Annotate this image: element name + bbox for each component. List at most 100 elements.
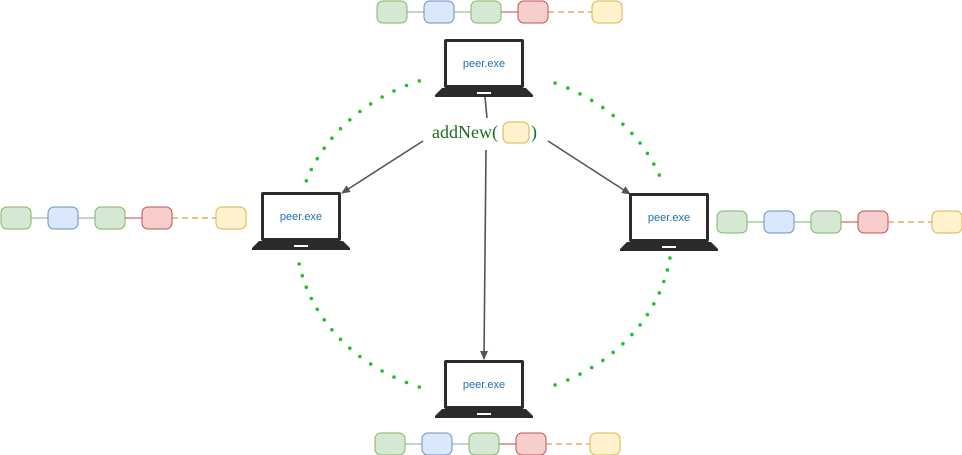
ring-dot	[611, 113, 615, 118]
ring-dot	[330, 136, 334, 140]
ring-dot	[322, 318, 327, 322]
pending-block	[215, 206, 247, 230]
peer-laptop-top: peer.exe	[435, 39, 533, 97]
ring-dot	[645, 312, 650, 317]
blockchain-left	[0, 206, 247, 230]
ring-dot	[566, 378, 570, 382]
peer-label: peer.exe	[463, 58, 505, 70]
chain-block	[515, 432, 547, 455]
top-peer-connector	[484, 96, 488, 119]
ring-dot	[304, 179, 309, 183]
ring-dot	[621, 342, 625, 346]
ring-dot	[309, 296, 314, 301]
blockchain-right	[716, 210, 962, 234]
chain-block	[470, 0, 502, 24]
peer-label: peer.exe	[648, 212, 690, 224]
ring-dot	[630, 131, 634, 136]
call-arg-block	[502, 121, 530, 144]
ring-dot	[665, 268, 670, 272]
ring-dot	[638, 141, 642, 145]
ring-dot	[553, 81, 557, 85]
ring-dot	[638, 323, 642, 327]
ring-dot	[358, 109, 362, 114]
ring-dot	[338, 337, 343, 342]
ring-dot	[589, 365, 594, 370]
laptop-screen	[264, 195, 338, 238]
pending-block	[589, 432, 621, 455]
ring-dot	[380, 95, 384, 99]
ring-dot	[392, 375, 396, 379]
ring-dot	[662, 279, 666, 284]
ring-dot	[348, 118, 352, 122]
chain-block	[716, 210, 748, 234]
ring-dot	[652, 302, 656, 306]
pending-block	[931, 210, 962, 234]
chain-block	[468, 432, 500, 455]
peer-laptop-right: peer.exe	[620, 193, 718, 251]
chain-block	[94, 206, 126, 230]
call-name: addNew(	[432, 122, 498, 143]
call-close: )	[531, 122, 537, 143]
ring-dot	[338, 126, 343, 131]
ring-dot	[330, 328, 334, 332]
ring-dot	[368, 102, 373, 106]
ring-dot	[404, 83, 409, 88]
ring-dot	[417, 79, 422, 83]
ring-dot	[578, 372, 582, 376]
peer-laptop-bottom: peer.exe	[435, 360, 533, 418]
ring-dot	[657, 291, 662, 295]
ring-dot	[601, 358, 605, 363]
chain-block	[763, 210, 795, 234]
ring-dot	[553, 383, 557, 387]
ring-dot	[322, 146, 327, 150]
ring-dot	[392, 89, 396, 93]
chain-block	[141, 206, 173, 230]
ring-dot	[657, 173, 662, 177]
chain-block	[0, 206, 32, 230]
ring-dot	[368, 362, 373, 366]
chain-block	[810, 210, 842, 234]
ring-dot	[621, 122, 625, 126]
blockchain-bottom	[374, 432, 621, 455]
chain-block	[423, 0, 455, 24]
laptop-screen	[447, 363, 521, 406]
laptop-screen	[447, 42, 521, 85]
chain-block	[421, 432, 453, 455]
chain-block	[374, 432, 406, 455]
arrow-to-bottom-peer	[480, 149, 489, 360]
ring-dot	[630, 332, 634, 337]
ring-dot	[578, 92, 582, 96]
ring-dot	[309, 167, 314, 172]
chain-block	[376, 0, 408, 24]
ring-dot	[611, 350, 615, 355]
chain-block	[517, 0, 549, 24]
laptop-trackpad	[477, 92, 491, 94]
arrow-to-right-peer	[547, 140, 631, 195]
peer-ring	[297, 79, 672, 389]
laptop-trackpad	[477, 413, 491, 415]
ring-dot	[304, 285, 309, 290]
peer-label: peer.exe	[280, 211, 322, 223]
chain-block	[857, 210, 889, 234]
ring-dot	[297, 262, 302, 266]
laptop-screen	[632, 196, 706, 239]
arrow-to-left-peer	[341, 140, 424, 194]
peer-laptop-left: peer.exe	[252, 192, 350, 250]
pending-block	[591, 0, 623, 24]
ring-dot	[348, 346, 352, 351]
blockchain-top	[376, 0, 623, 24]
ring-dot	[315, 156, 320, 161]
ring-dot	[380, 369, 384, 373]
laptop-trackpad	[294, 245, 308, 247]
ring-dot	[404, 380, 409, 385]
ring-dot	[315, 307, 320, 312]
add-new-call: addNew( )	[432, 121, 537, 144]
laptop-trackpad	[662, 246, 676, 248]
peer-label: peer.exe	[463, 379, 505, 391]
ring-dot	[645, 151, 650, 156]
ring-dot	[601, 105, 605, 110]
ring-dot	[652, 162, 656, 166]
chain-block	[47, 206, 79, 230]
ring-dot	[417, 385, 422, 389]
